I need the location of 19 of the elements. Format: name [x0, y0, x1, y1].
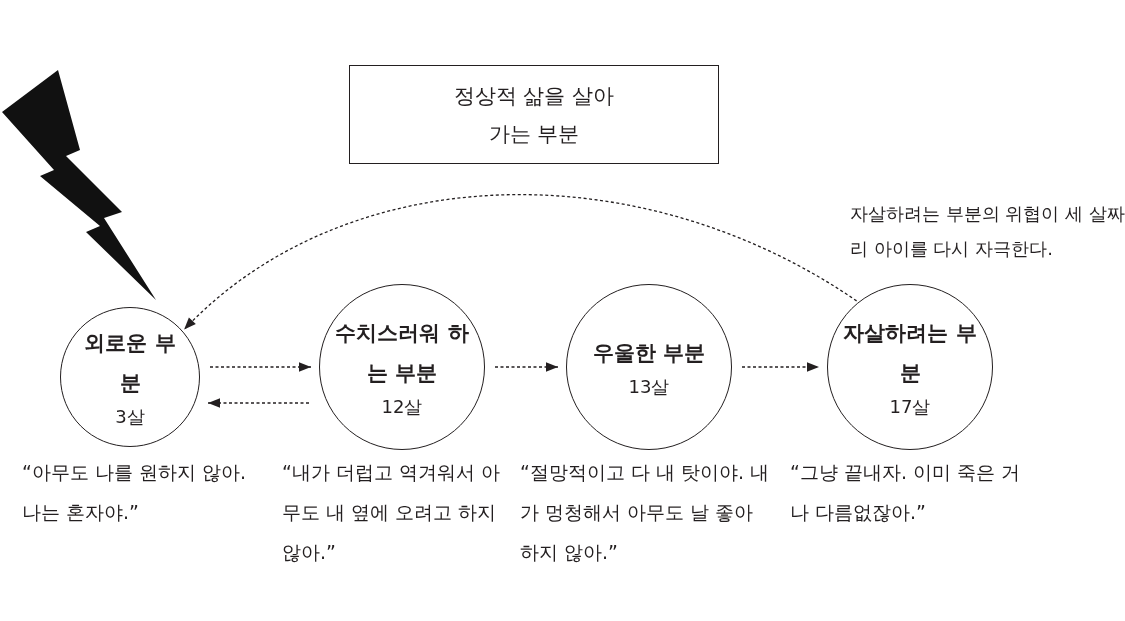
arrow: [183, 194, 858, 331]
part-name: 자살하려는 부분: [842, 320, 978, 387]
part-name: 외로운 부분: [83, 330, 177, 397]
quote-text: “내가 더럽고 역겨워서 아무도 내 옆에 오려고 하지 않아.”: [282, 460, 501, 565]
age-text: 17살: [889, 395, 931, 419]
quote-text: “아무도 나를 원하지 않아. 나는 혼자야.”: [22, 460, 247, 525]
box-text: 정상적 삶을 살아가는 부분: [452, 82, 616, 148]
age-text: 13살: [628, 375, 670, 399]
arrow: [207, 398, 310, 408]
age-text: 3살: [115, 405, 145, 429]
part-name: 우울한 부분: [591, 340, 707, 367]
part-name: 수치스러워 하는 부분: [334, 320, 470, 387]
age-text: 12살: [381, 395, 423, 419]
quote-text: “그냥 끝내자. 이미 죽은 거나 다름없잖아.”: [790, 460, 1022, 525]
text-box: [349, 65, 719, 164]
arrow: [209, 362, 312, 372]
quote-text: “절망적이고 다 내 탓이야. 내가 멍청해서 아무도 날 좋아하지 않아.”: [520, 460, 771, 565]
arrow: [741, 362, 820, 372]
arrow: [494, 362, 559, 372]
